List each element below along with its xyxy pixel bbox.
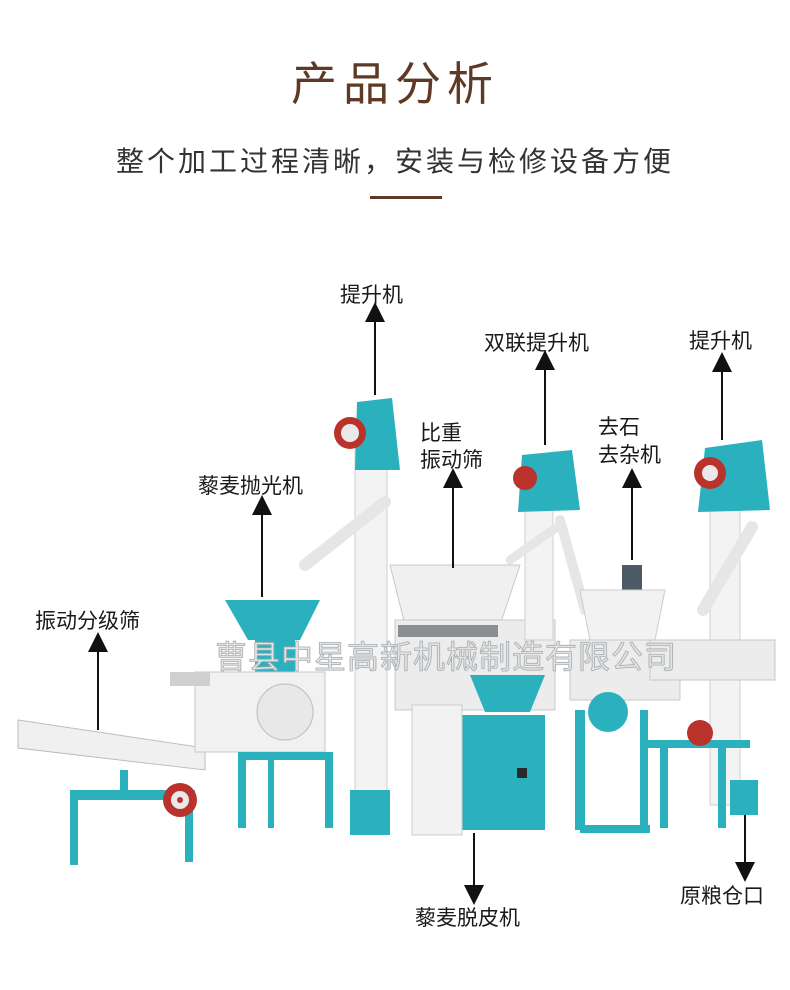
label-gravity-screen-line2: 振动筛 (420, 448, 483, 472)
label-huller: 藜麦脱皮机 (415, 906, 520, 930)
destoner-machine (569, 565, 681, 833)
vibrating-grader-machine (17, 719, 206, 865)
label-destoner-line2: 去杂机 (598, 443, 661, 467)
label-elevator-right: 提升机 (689, 329, 752, 353)
label-elevator-left: 提升机 (340, 283, 403, 307)
label-gravity-screen-line1: 比重 (420, 421, 462, 445)
callout-arrows (88, 302, 755, 905)
label-destoner-line1: 去石 (598, 415, 640, 439)
label-grain-inlet: 原粮仓口 (680, 884, 764, 908)
company-watermark: 曹县中星高新机械制造有限公司 (215, 638, 678, 677)
elevator-left-machine (299, 398, 400, 835)
page-title: 产品分析 (291, 57, 499, 111)
page-subtitle: 整个加工过程清晰，安装与检修设备方便 (115, 145, 674, 178)
label-polisher: 藜麦抛光机 (198, 474, 303, 498)
polisher-machine (170, 600, 333, 828)
label-double-elevator: 双联提升机 (484, 331, 589, 355)
title-underline (370, 196, 442, 199)
elevator-right-machine (640, 440, 776, 828)
huller-machine (411, 675, 545, 836)
label-vibrating-grader: 振动分级筛 (35, 609, 140, 633)
gravity-screen-machine (389, 564, 556, 711)
double-elevator-machine (505, 450, 590, 641)
